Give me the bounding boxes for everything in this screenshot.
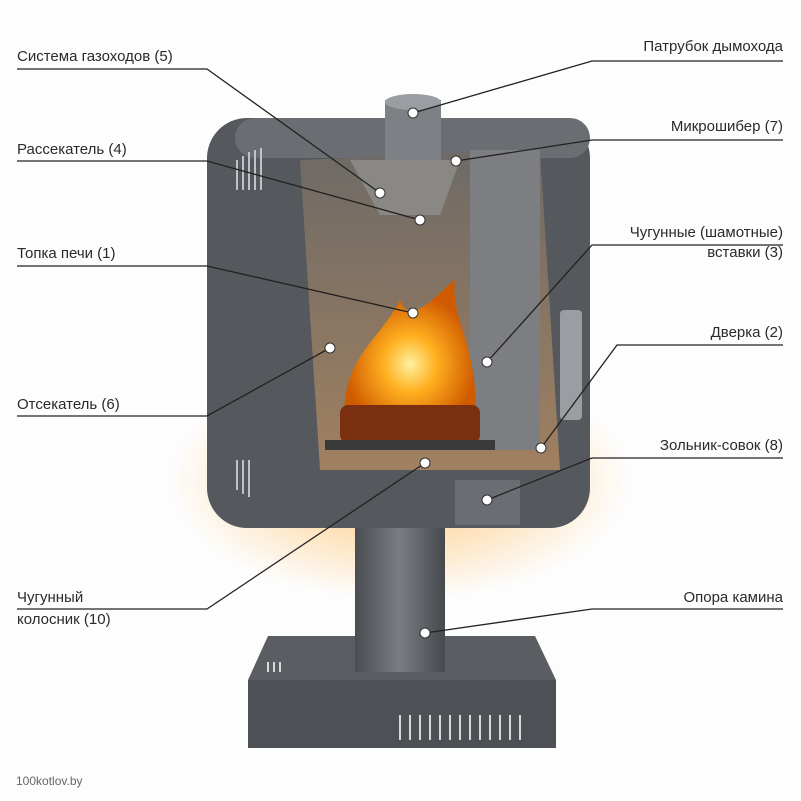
fire-flames bbox=[344, 280, 476, 420]
label-firebox: Топка печи (1) bbox=[17, 245, 116, 262]
label-inserts-line2: вставки (3) bbox=[707, 244, 783, 261]
leader-lines bbox=[17, 60, 783, 634]
label-inserts-line1: Чугунные (шамотные) bbox=[629, 224, 783, 241]
door-handle bbox=[560, 310, 582, 420]
label-ash-pan: Зольник-совок (8) bbox=[659, 437, 783, 454]
label-cutoff: Отсекатель (6) bbox=[17, 396, 120, 413]
marker-dots bbox=[324, 107, 547, 639]
grate bbox=[325, 440, 495, 450]
label-grate-line2: колосник (10) bbox=[17, 611, 111, 628]
flue-cone bbox=[350, 160, 460, 215]
label-grate-line1: Чугунный bbox=[17, 589, 84, 606]
watermark: 100kotlov.by bbox=[16, 774, 83, 788]
label-divider: Рассекатель (4) bbox=[17, 141, 127, 158]
burning-logs bbox=[340, 405, 480, 443]
label-micro-damper: Микрошибер (7) bbox=[670, 118, 783, 135]
label-flue-system: Система газоходов (5) bbox=[17, 48, 173, 65]
label-support: Опора камина bbox=[683, 589, 783, 606]
label-door: Дверка (2) bbox=[710, 324, 783, 341]
door-panel bbox=[470, 150, 540, 450]
label-chimney-pipe: Патрубок дымохода bbox=[643, 38, 783, 55]
